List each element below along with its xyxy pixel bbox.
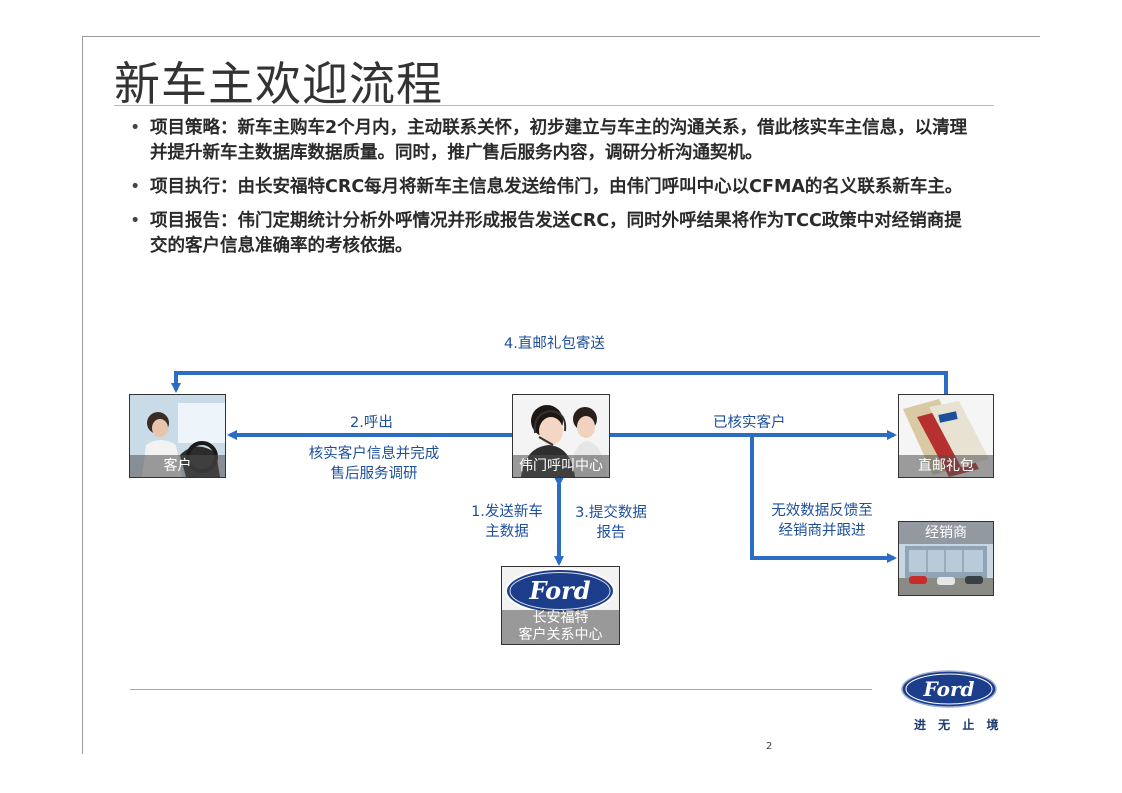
label-verify: 核实客户信息并完成 售后服务调研 <box>300 444 448 484</box>
node-dealer: 经销商 <box>898 521 994 596</box>
label-invalid: 无效数据反馈至 经销商并跟进 <box>760 501 884 541</box>
crc-caption-line1: 长安福特 <box>532 610 589 626</box>
gift-pack-caption: 直邮礼包 <box>899 455 993 477</box>
label-send-line1: 1.发送新车 <box>471 504 543 520</box>
customer-caption: 客户 <box>130 455 225 477</box>
label-report-line2: 报告 <box>596 525 626 541</box>
label-invalid-line1: 无效数据反馈至 <box>771 503 873 519</box>
label-report-line1: 3.提交数据 <box>575 505 647 521</box>
label-verify-line1: 核实客户信息并完成 <box>308 446 440 462</box>
node-gift-pack: 直邮礼包 <box>898 394 994 478</box>
footer-slogan: 进 无 止 境 <box>914 718 1003 732</box>
frame-top-line <box>82 36 1040 37</box>
crc-caption: 长安福特 客户关系中心 <box>502 610 619 644</box>
call-center-caption: 伟门呼叫中心 <box>513 455 609 477</box>
label-mail-gift: 4.直邮礼包寄送 <box>504 336 605 352</box>
frame-left-line <box>82 36 83 754</box>
label-invalid-line2: 经销商并跟进 <box>778 523 866 539</box>
footer-logo-text: Ford <box>923 677 975 701</box>
bullet-list: 项目策略：新车主购车2个月内，主动联系关怀，初步建立与车主的沟通关系，借此核实车… <box>128 116 978 268</box>
bullet-strategy: 项目策略：新车主购车2个月内，主动联系关怀，初步建立与车主的沟通关系，借此核实车… <box>128 116 978 166</box>
label-send: 1.发送新车 主数据 <box>464 502 550 542</box>
label-call-out: 2.呼出 <box>350 415 393 431</box>
label-verified: 已核实客户 <box>713 415 786 431</box>
footer-ford-logo: Ford <box>901 670 997 708</box>
label-send-line2: 主数据 <box>485 524 529 540</box>
arrow-mail-gift <box>171 371 948 394</box>
label-verify-line2: 售后服务调研 <box>330 466 418 482</box>
page-number: 2 <box>766 741 773 752</box>
dealer-caption: 经销商 <box>899 522 993 544</box>
node-call-center: 伟门呼叫中心 <box>512 394 610 478</box>
bullet-report: 项目报告：伟门定期统计分析外呼情况并形成报告发送CRC，同时外呼结果将作为TCC… <box>128 209 978 259</box>
node-crc: Ford 长安福特 客户关系中心 <box>501 566 620 645</box>
footer-divider <box>130 689 872 690</box>
crc-caption-line2: 客户关系中心 <box>518 627 603 643</box>
node-customer: 客户 <box>129 394 226 478</box>
bullet-execution: 项目执行：由长安福特CRC每月将新车主信息发送给伟门，由伟门呼叫中心以CFMA的… <box>128 175 978 200</box>
label-report: 3.提交数据 报告 <box>568 503 654 543</box>
title-divider <box>114 105 994 106</box>
svg-text:Ford: Ford <box>528 576 590 605</box>
ford-logo-icon: Ford <box>505 568 615 614</box>
page-title: 新车主欢迎流程 <box>114 57 443 111</box>
arrow-invalid <box>750 435 897 563</box>
dealer-showroom-icon <box>899 522 993 595</box>
